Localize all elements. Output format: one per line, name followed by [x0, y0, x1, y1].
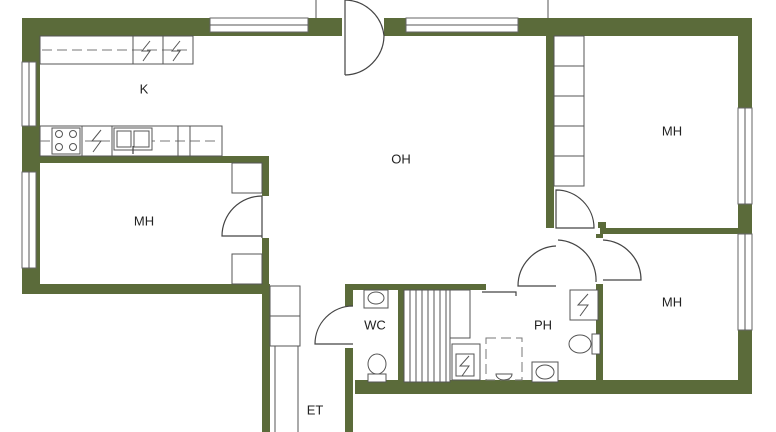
mh-se-door — [556, 238, 642, 284]
sink-icon — [113, 127, 153, 154]
lightning-bolt-icon — [90, 129, 102, 153]
room-label-bedroom-ne: MH — [662, 123, 682, 138]
bath-door — [517, 245, 557, 287]
room-labels: K OH MH MH MH WC PH ET — [134, 81, 682, 417]
toilet-icon — [568, 333, 601, 355]
room-label-bathroom: PH — [534, 317, 552, 332]
windows — [21, 17, 753, 331]
washbasin-icon — [495, 373, 513, 381]
kitchen-lower-counter — [39, 125, 223, 157]
mh-ne-fixtures — [500, 35, 598, 230]
lightning-bolt-icon — [170, 40, 181, 62]
room-label-kitchen: K — [140, 81, 149, 96]
stove-icon — [51, 127, 81, 155]
washbasin-icon — [531, 361, 559, 383]
room-label-wc: WC — [364, 317, 386, 332]
kitchen-upper-counter — [39, 35, 194, 65]
bathroom-fixtures — [482, 289, 601, 383]
toilet-icon — [367, 353, 387, 383]
corridor — [269, 285, 301, 432]
lightning-bolt-icon — [140, 40, 151, 62]
room-label-bedroom-se: MH — [662, 294, 682, 309]
stair-benches — [403, 289, 481, 383]
lightning-bolt-icon — [576, 293, 589, 317]
room-label-bedroom-west: MH — [134, 213, 154, 228]
washbasin-icon — [363, 289, 389, 309]
lightning-bolt-icon — [458, 355, 470, 377]
room-label-living: OH — [391, 151, 411, 166]
main-door — [315, 0, 549, 76]
mh-west-fixtures — [221, 162, 269, 285]
walls — [22, 18, 752, 432]
wc-room — [314, 289, 389, 383]
room-label-entrance: ET — [307, 402, 324, 417]
